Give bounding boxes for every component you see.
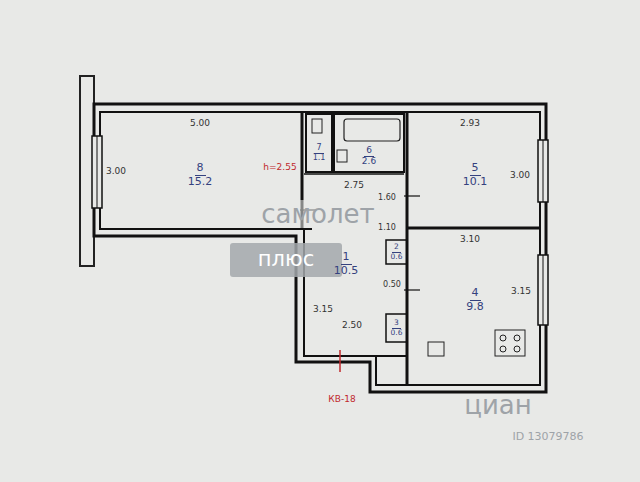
dimension-label: 5.00 bbox=[189, 119, 211, 129]
partition bbox=[304, 228, 312, 230]
partition bbox=[306, 114, 332, 172]
window bbox=[543, 140, 544, 202]
partition bbox=[370, 355, 407, 357]
bathtub bbox=[344, 119, 400, 141]
watermark: ID 13079786 bbox=[511, 431, 584, 443]
dimension-label: 1.60 bbox=[377, 194, 397, 203]
closet-wall bbox=[386, 314, 407, 342]
room: 30.6 bbox=[387, 315, 406, 341]
room: 49.8 bbox=[430, 270, 520, 330]
room-area: 10.5 bbox=[334, 265, 359, 277]
room-number: 2 bbox=[392, 243, 401, 252]
window bbox=[97, 136, 98, 208]
height-label: h=2.55 bbox=[262, 163, 297, 173]
partition bbox=[407, 227, 540, 230]
room-area: 0.6 bbox=[391, 253, 403, 261]
room-area: 2.6 bbox=[362, 157, 376, 167]
door bbox=[404, 195, 420, 196]
window bbox=[92, 136, 102, 208]
room: 510.1 bbox=[430, 140, 520, 210]
window bbox=[543, 255, 544, 325]
room-number: 3 bbox=[392, 319, 401, 328]
dimension-label: 3.15 bbox=[312, 305, 334, 315]
room-number: 4 bbox=[470, 287, 481, 300]
room-number: 7 bbox=[314, 144, 323, 154]
outer-wall bbox=[94, 104, 546, 392]
watermark: самолет bbox=[260, 200, 376, 229]
dimension-label: 3.00 bbox=[509, 171, 531, 181]
dimension-label: 3.15 bbox=[510, 287, 532, 297]
dimension-label: 1.10 bbox=[377, 224, 397, 233]
room: 110.5 bbox=[316, 240, 376, 288]
stove-burner bbox=[514, 346, 520, 352]
stove bbox=[495, 330, 525, 356]
window bbox=[538, 255, 548, 325]
dimension-label: 3.10 bbox=[459, 235, 481, 245]
entrance-mark bbox=[339, 350, 341, 372]
room-area: 15.2 bbox=[188, 176, 213, 188]
room-number: 6 bbox=[364, 146, 374, 157]
closet-wall bbox=[386, 240, 407, 264]
watermark: циан bbox=[463, 391, 533, 420]
watermark: плюс bbox=[257, 248, 315, 271]
room: 62.6 bbox=[345, 142, 393, 170]
partition bbox=[304, 173, 404, 175]
door bbox=[404, 289, 420, 290]
room-area: 1.1 bbox=[313, 154, 326, 163]
sink bbox=[337, 150, 347, 162]
dimension-label: 0.50 bbox=[382, 281, 402, 290]
room: 815.2 bbox=[140, 140, 260, 210]
room-number: 5 bbox=[470, 162, 481, 175]
toilet bbox=[312, 119, 322, 133]
room-area: 0.6 bbox=[391, 329, 403, 337]
watermark-plate bbox=[230, 243, 342, 277]
room-area: 10.1 bbox=[463, 176, 488, 188]
room: 20.6 bbox=[387, 241, 406, 263]
dimension-label: 3.00 bbox=[105, 167, 127, 177]
stove-burner bbox=[514, 335, 520, 341]
dimension-label: 2.50 bbox=[341, 321, 363, 331]
sink bbox=[428, 342, 444, 356]
window bbox=[538, 140, 548, 202]
apartment-number: КВ-18 bbox=[327, 395, 356, 405]
room-number: 8 bbox=[195, 162, 206, 175]
room-area: 9.8 bbox=[466, 301, 484, 313]
room-number: 1 bbox=[341, 251, 352, 264]
stove-burner bbox=[500, 335, 506, 341]
partition bbox=[334, 114, 404, 172]
inner-wall bbox=[100, 112, 540, 385]
stove-burner bbox=[500, 346, 506, 352]
room: 71.1 bbox=[307, 136, 331, 170]
dimension-label: 2.93 bbox=[459, 119, 481, 129]
dimension-label: 2.75 bbox=[343, 181, 365, 191]
